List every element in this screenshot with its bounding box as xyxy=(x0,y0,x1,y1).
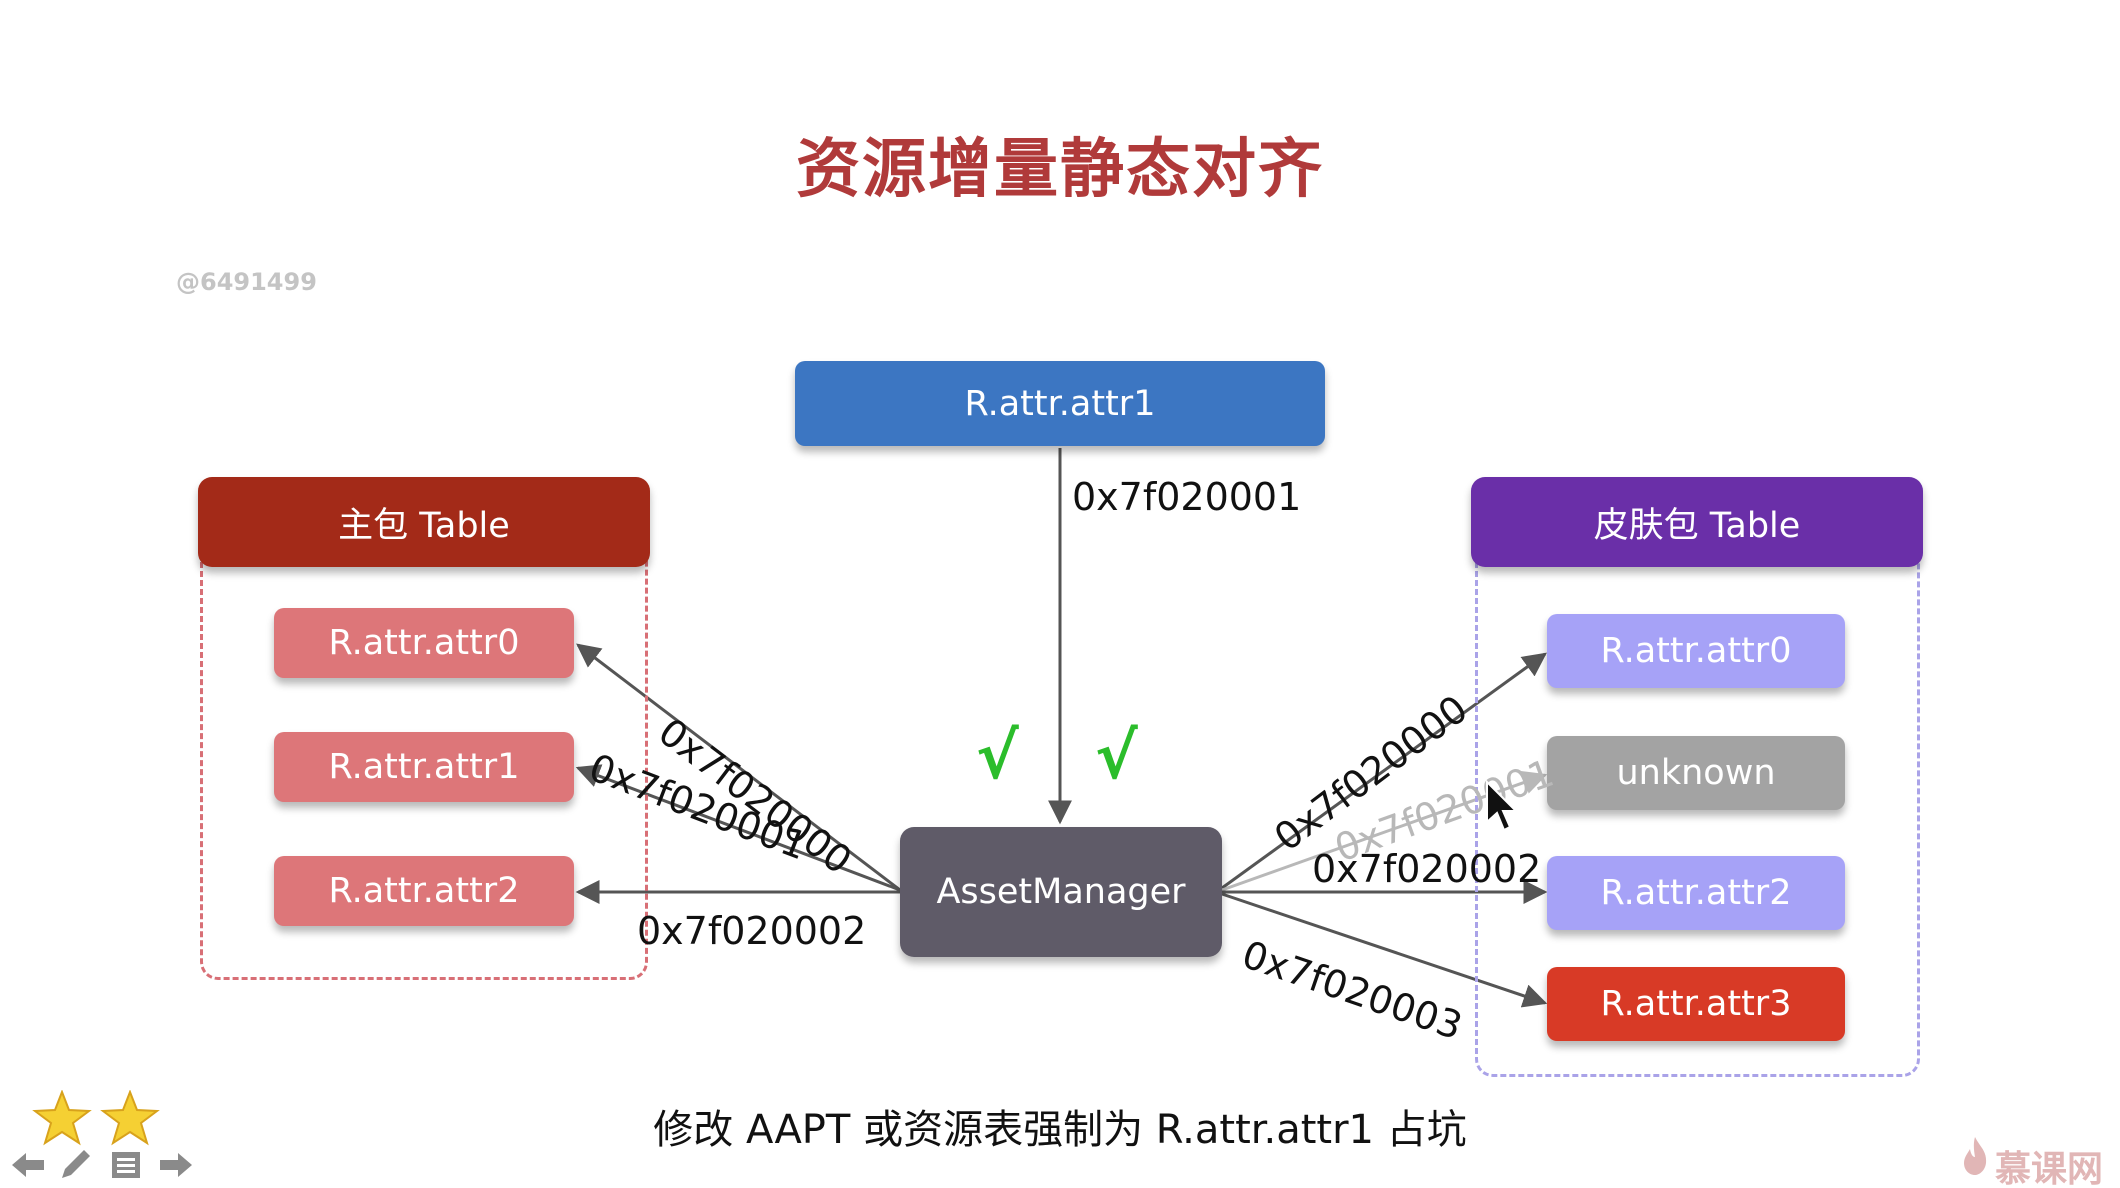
checkmark: √ xyxy=(976,720,1019,794)
main-item-attr2: R.attr.attr2 xyxy=(274,856,574,926)
skin-item-label: R.attr.attr2 xyxy=(1600,873,1792,913)
caption: 修改 AAPT 或资源表强制为 R.attr.attr1 占坑 xyxy=(653,1107,1467,1153)
main-edge-label-attr2: 0x7f020002 xyxy=(637,909,867,953)
logo-text: 慕课网 xyxy=(1995,1149,2104,1188)
edge-center-to-skin-attr3 xyxy=(1221,892,1548,1008)
edge-center-to-main-attr1 xyxy=(575,764,901,892)
watermark: @6491499 xyxy=(176,268,317,296)
skin-table-header: 皮肤包 Table xyxy=(1471,477,1923,567)
edge-center-to-skin-attr0 xyxy=(1221,652,1547,890)
main-item-label: R.attr.attr2 xyxy=(328,871,520,911)
arrow-right-icon[interactable] xyxy=(158,1150,194,1180)
skin-item-unknown: unknown xyxy=(1547,736,1845,810)
skin-item-label: R.attr.attr3 xyxy=(1600,984,1792,1024)
main-table-header: 主包 Table xyxy=(198,477,650,567)
menu-icon[interactable] xyxy=(110,1150,142,1180)
mouse-cursor-icon xyxy=(1486,780,1519,832)
main-item-label: R.attr.attr0 xyxy=(328,623,520,663)
main-table-header-label: 主包 Table xyxy=(338,505,510,546)
skin-edge-label-attr2: 0x7f020002 xyxy=(1312,847,1542,891)
star-icon xyxy=(32,1090,92,1146)
slide-title: 资源增量静态对齐 xyxy=(796,133,1324,207)
skin-item-label: R.attr.attr0 xyxy=(1600,631,1792,671)
top-node: R.attr.attr1 xyxy=(795,361,1325,446)
star-icon xyxy=(100,1090,160,1146)
skin-item-attr3: R.attr.attr3 xyxy=(1547,967,1845,1041)
skin-item-label: unknown xyxy=(1616,753,1776,793)
center-node-label: AssetManager xyxy=(936,872,1186,912)
arrow-left-icon[interactable] xyxy=(10,1150,46,1180)
main-item-attr1: R.attr.attr1 xyxy=(274,732,574,802)
pencil-icon[interactable] xyxy=(58,1146,94,1182)
skin-item-attr2: R.attr.attr2 xyxy=(1547,856,1845,930)
edge-center-to-main-attr0 xyxy=(576,643,901,892)
top-edge-label: 0x7f020001 xyxy=(1072,475,1302,519)
center-node: AssetManager xyxy=(900,827,1222,957)
top-node-label: R.attr.attr1 xyxy=(964,383,1156,424)
skin-table-header-label: 皮肤包 Table xyxy=(1593,505,1801,546)
flame-logo-icon xyxy=(1964,1137,1987,1175)
main-item-attr0: R.attr.attr0 xyxy=(274,608,574,678)
skin-item-attr0: R.attr.attr0 xyxy=(1547,614,1845,688)
main-item-label: R.attr.attr1 xyxy=(328,747,520,787)
checkmark: √ xyxy=(1095,720,1138,794)
